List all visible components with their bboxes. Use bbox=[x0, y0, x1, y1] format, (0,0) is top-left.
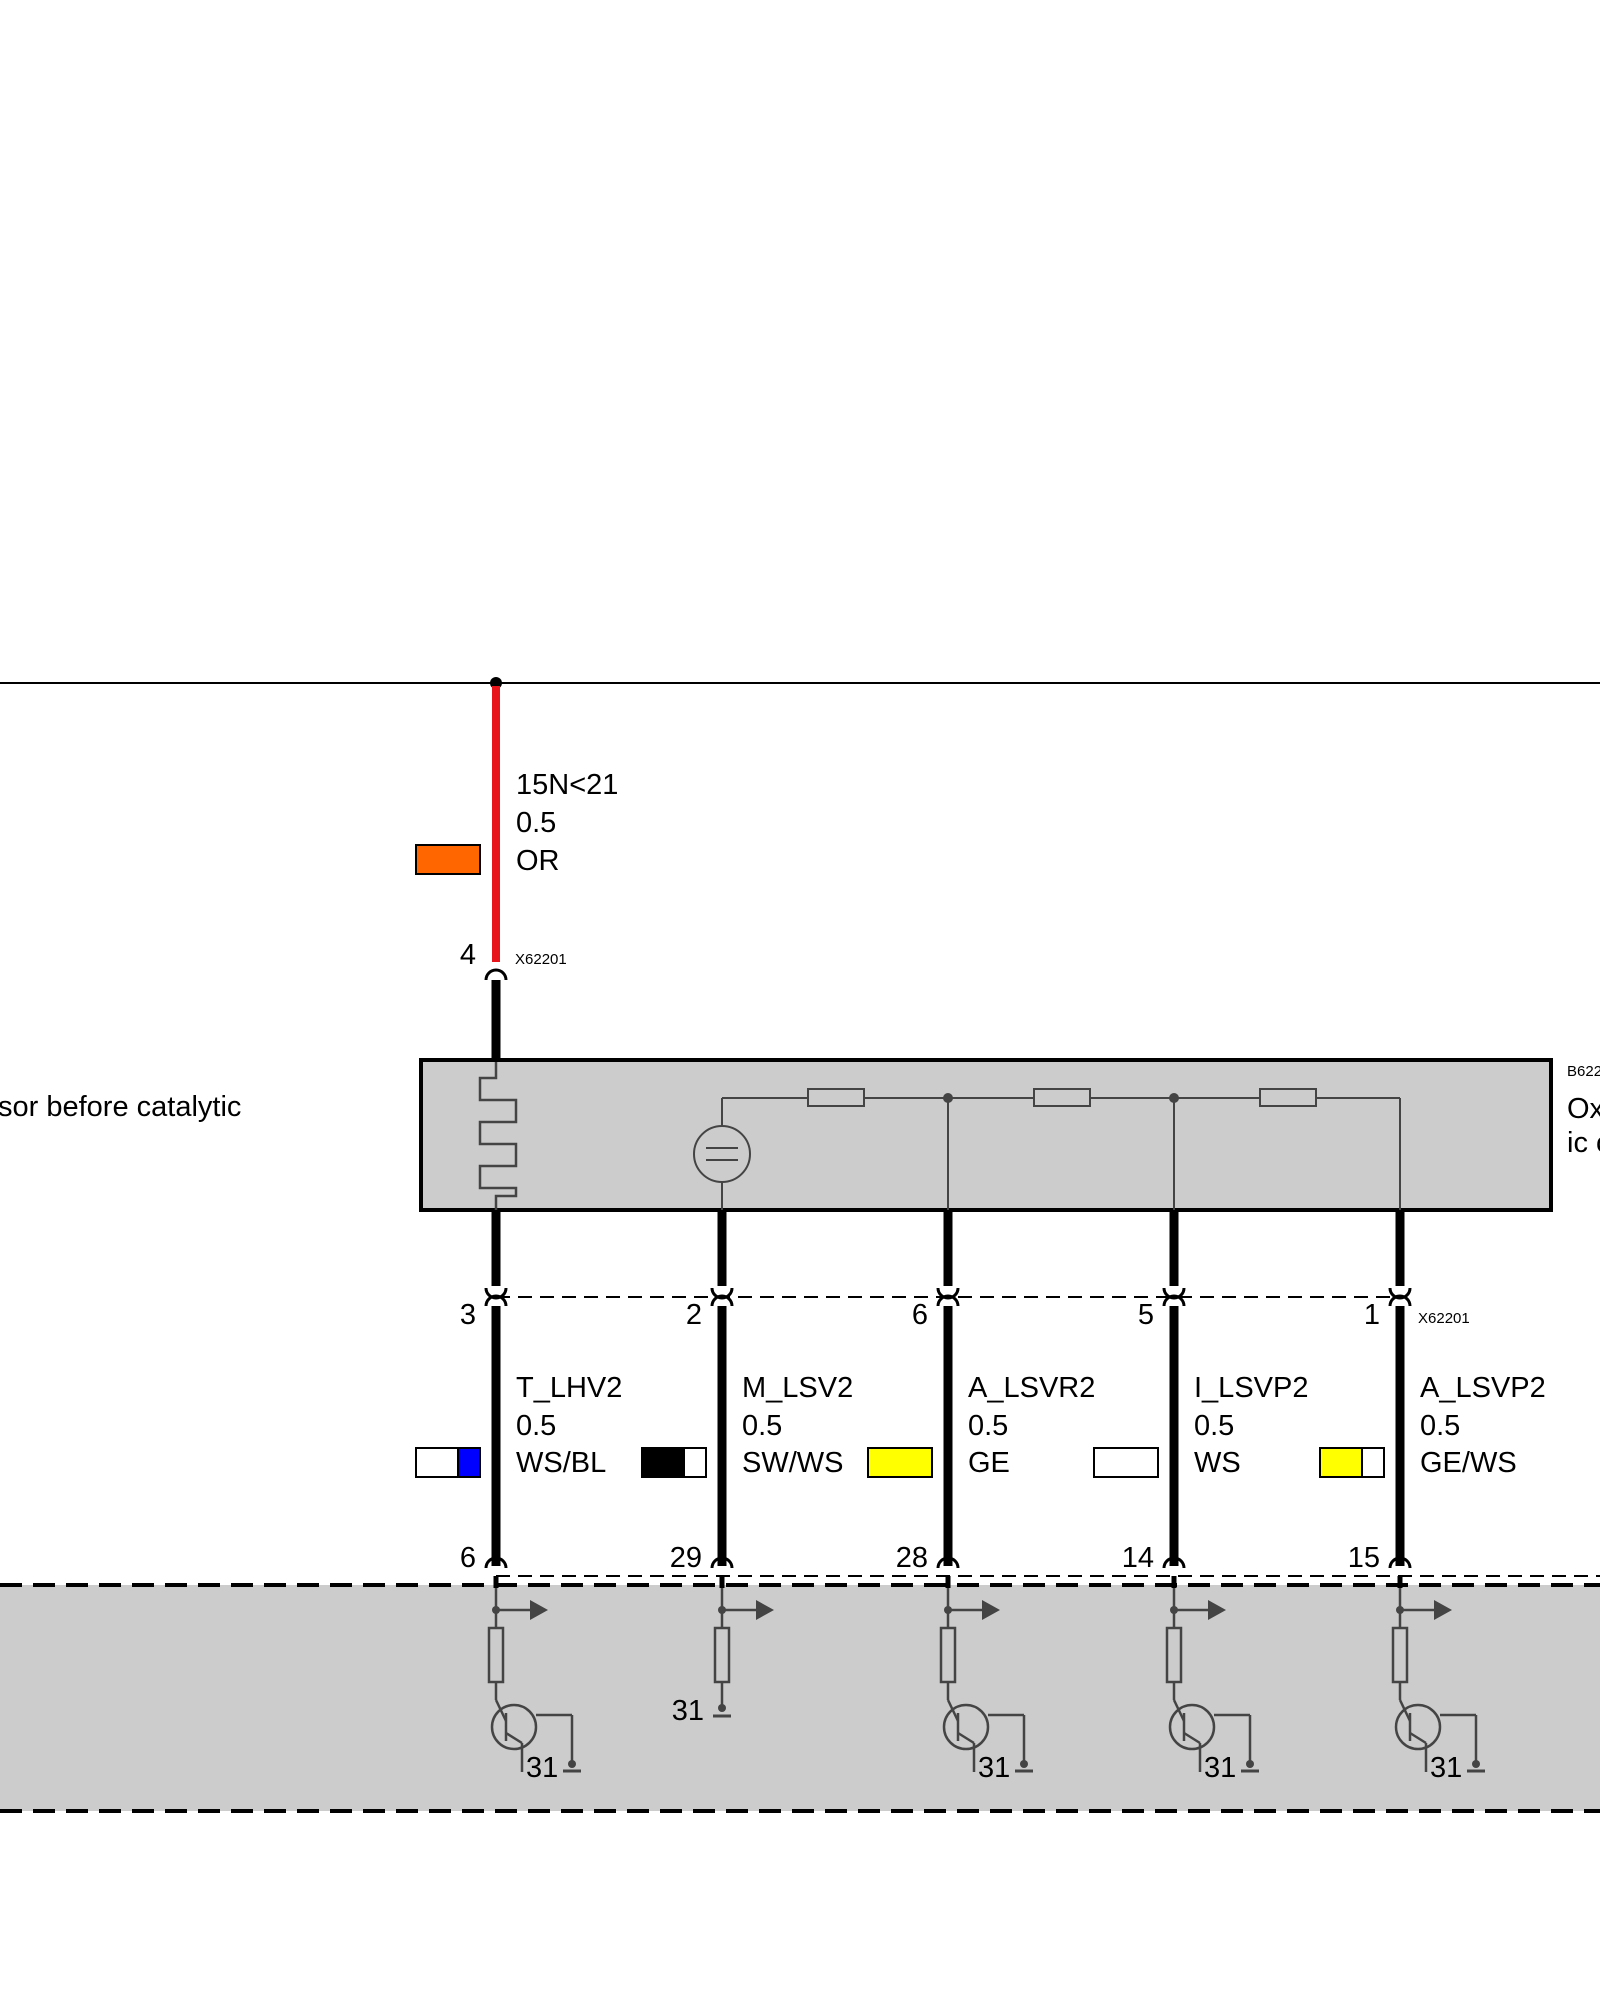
supply-pin-number: 4 bbox=[460, 939, 476, 971]
signal-arrow-icon bbox=[982, 1600, 1000, 1620]
wire-signal-label: M_LSV2 bbox=[742, 1372, 853, 1404]
control-module bbox=[0, 1583, 1600, 1813]
sensor-id: B622 bbox=[1567, 1063, 1600, 1080]
transistor-icon bbox=[1168, 1703, 1216, 1751]
wire-m_lsv2: 2M_LSV2 0.5SW/WS 29 31 bbox=[641, 1210, 853, 1727]
lower-connector-id: X62201 bbox=[1418, 1310, 1470, 1327]
ground-label: 31 bbox=[978, 1752, 1010, 1784]
module-pin bbox=[710, 1556, 734, 1569]
oxygen-sensor-box: sor before catalytic B622 Ox ic c bbox=[0, 1058, 1600, 1212]
wire-signal-label: A_LSVP2 bbox=[1420, 1372, 1546, 1404]
wire-a_lsvr2: 6A_LSVR2 0.5GE 28 31 bbox=[867, 1210, 1095, 1784]
ground-label: 31 bbox=[672, 1695, 704, 1727]
module-input-stage bbox=[713, 1588, 774, 1718]
module-input-stage bbox=[1391, 1588, 1485, 1773]
module-pin bbox=[1388, 1556, 1412, 1569]
module-pin bbox=[1162, 1556, 1186, 1569]
module-pin bbox=[936, 1556, 960, 1569]
connector-socket bbox=[936, 1294, 960, 1307]
wire-gauge-label: 0.5 bbox=[516, 1410, 556, 1442]
wire-color-label: WS/BL bbox=[516, 1447, 606, 1479]
wire-color-label: GE bbox=[968, 1447, 1010, 1479]
wire-a_lsvp2: 1A_LSVP2 0.5GE/WS 15 31 bbox=[1319, 1210, 1546, 1784]
top-pin-number: 2 bbox=[686, 1299, 702, 1331]
supply-signal-label: 15N<21 bbox=[516, 769, 618, 801]
module-pin bbox=[484, 1556, 508, 1569]
wire-color-swatch bbox=[415, 1447, 481, 1478]
wire-i_lsvp2: 5I_LSVP2 0.5WS 14 31 bbox=[1093, 1210, 1308, 1784]
bottom-pin-number: 29 bbox=[670, 1542, 702, 1574]
connector-socket bbox=[1162, 1294, 1186, 1307]
signal-arrow-icon bbox=[1434, 1600, 1452, 1620]
supply-color-swatch bbox=[415, 844, 481, 875]
ground-label: 31 bbox=[1430, 1752, 1462, 1784]
lower-connector-line: X62201 bbox=[496, 1296, 1470, 1327]
sensor-label-left: sor before catalytic bbox=[0, 1091, 241, 1123]
wire-color-swatch bbox=[867, 1447, 933, 1478]
supply-wire: 15N<21 0.5 OR 4 X62201 bbox=[415, 686, 618, 1060]
ground-label: 31 bbox=[526, 1752, 558, 1784]
transistor-icon bbox=[490, 1703, 538, 1751]
module-input-stage bbox=[939, 1588, 1033, 1773]
wire-gauge-label: 0.5 bbox=[1194, 1410, 1234, 1442]
supply-gauge-label: 0.5 bbox=[516, 807, 556, 839]
bottom-pin-number: 14 bbox=[1122, 1542, 1154, 1574]
top-pin-number: 5 bbox=[1138, 1299, 1154, 1331]
wire-gauge-label: 0.5 bbox=[968, 1410, 1008, 1442]
wire-color-swatch bbox=[641, 1447, 707, 1478]
wire-color-label: GE/WS bbox=[1420, 1447, 1517, 1479]
wire-signal-label: I_LSVP2 bbox=[1194, 1372, 1308, 1404]
wire-signal-label: A_LSVR2 bbox=[968, 1372, 1095, 1404]
transistor-icon bbox=[942, 1703, 990, 1751]
wire-color-label: WS bbox=[1194, 1447, 1241, 1479]
heater-element-icon bbox=[478, 1062, 518, 1210]
sensor-cell-network bbox=[693, 1088, 1401, 1210]
bottom-pin-number: 15 bbox=[1348, 1542, 1380, 1574]
connector-socket bbox=[1388, 1294, 1412, 1307]
signal-wires: 3T_LHV20.5WS/BL6312M_LSV20.5SW/WS29316A_… bbox=[415, 1210, 1546, 1784]
wire-gauge-label: 0.5 bbox=[1420, 1410, 1460, 1442]
wire-color-swatch bbox=[1093, 1447, 1159, 1478]
ground-label: 31 bbox=[1204, 1752, 1236, 1784]
wire-t_lhv2: 3T_LHV2 0.5WS/BL 6 31 bbox=[415, 1210, 622, 1784]
bottom-pin-number: 28 bbox=[896, 1542, 928, 1574]
supply-connector-id: X62201 bbox=[515, 951, 567, 968]
signal-arrow-icon bbox=[756, 1600, 774, 1620]
module-input-stage bbox=[1165, 1588, 1259, 1773]
connector-pin bbox=[936, 1287, 960, 1300]
wire-gauge-label: 0.5 bbox=[742, 1410, 782, 1442]
bottom-pin-number: 6 bbox=[460, 1542, 476, 1574]
connector-pin bbox=[710, 1287, 734, 1300]
wire-color-swatch bbox=[1319, 1447, 1385, 1478]
sensor-label-right-2: ic c bbox=[1567, 1127, 1600, 1159]
supply-color-label: OR bbox=[516, 845, 560, 877]
signal-arrow-icon bbox=[1208, 1600, 1226, 1620]
sensor-label-right-1: Ox bbox=[1567, 1093, 1600, 1125]
signal-arrow-icon bbox=[530, 1600, 548, 1620]
supply-bus bbox=[0, 677, 1600, 689]
connector-pin bbox=[1388, 1287, 1412, 1300]
connector-pin bbox=[1162, 1287, 1186, 1300]
transistor-icon bbox=[1394, 1703, 1442, 1751]
top-pin-number: 1 bbox=[1364, 1299, 1380, 1331]
connector-socket bbox=[710, 1294, 734, 1307]
connector-socket bbox=[484, 1294, 508, 1307]
wire-color-label: SW/WS bbox=[742, 1447, 844, 1479]
wire-signal-label: T_LHV2 bbox=[516, 1372, 622, 1404]
top-pin-number: 6 bbox=[912, 1299, 928, 1331]
module-input-stage bbox=[487, 1588, 581, 1773]
connector-pin bbox=[484, 1287, 508, 1300]
top-pin-number: 3 bbox=[460, 1299, 476, 1331]
